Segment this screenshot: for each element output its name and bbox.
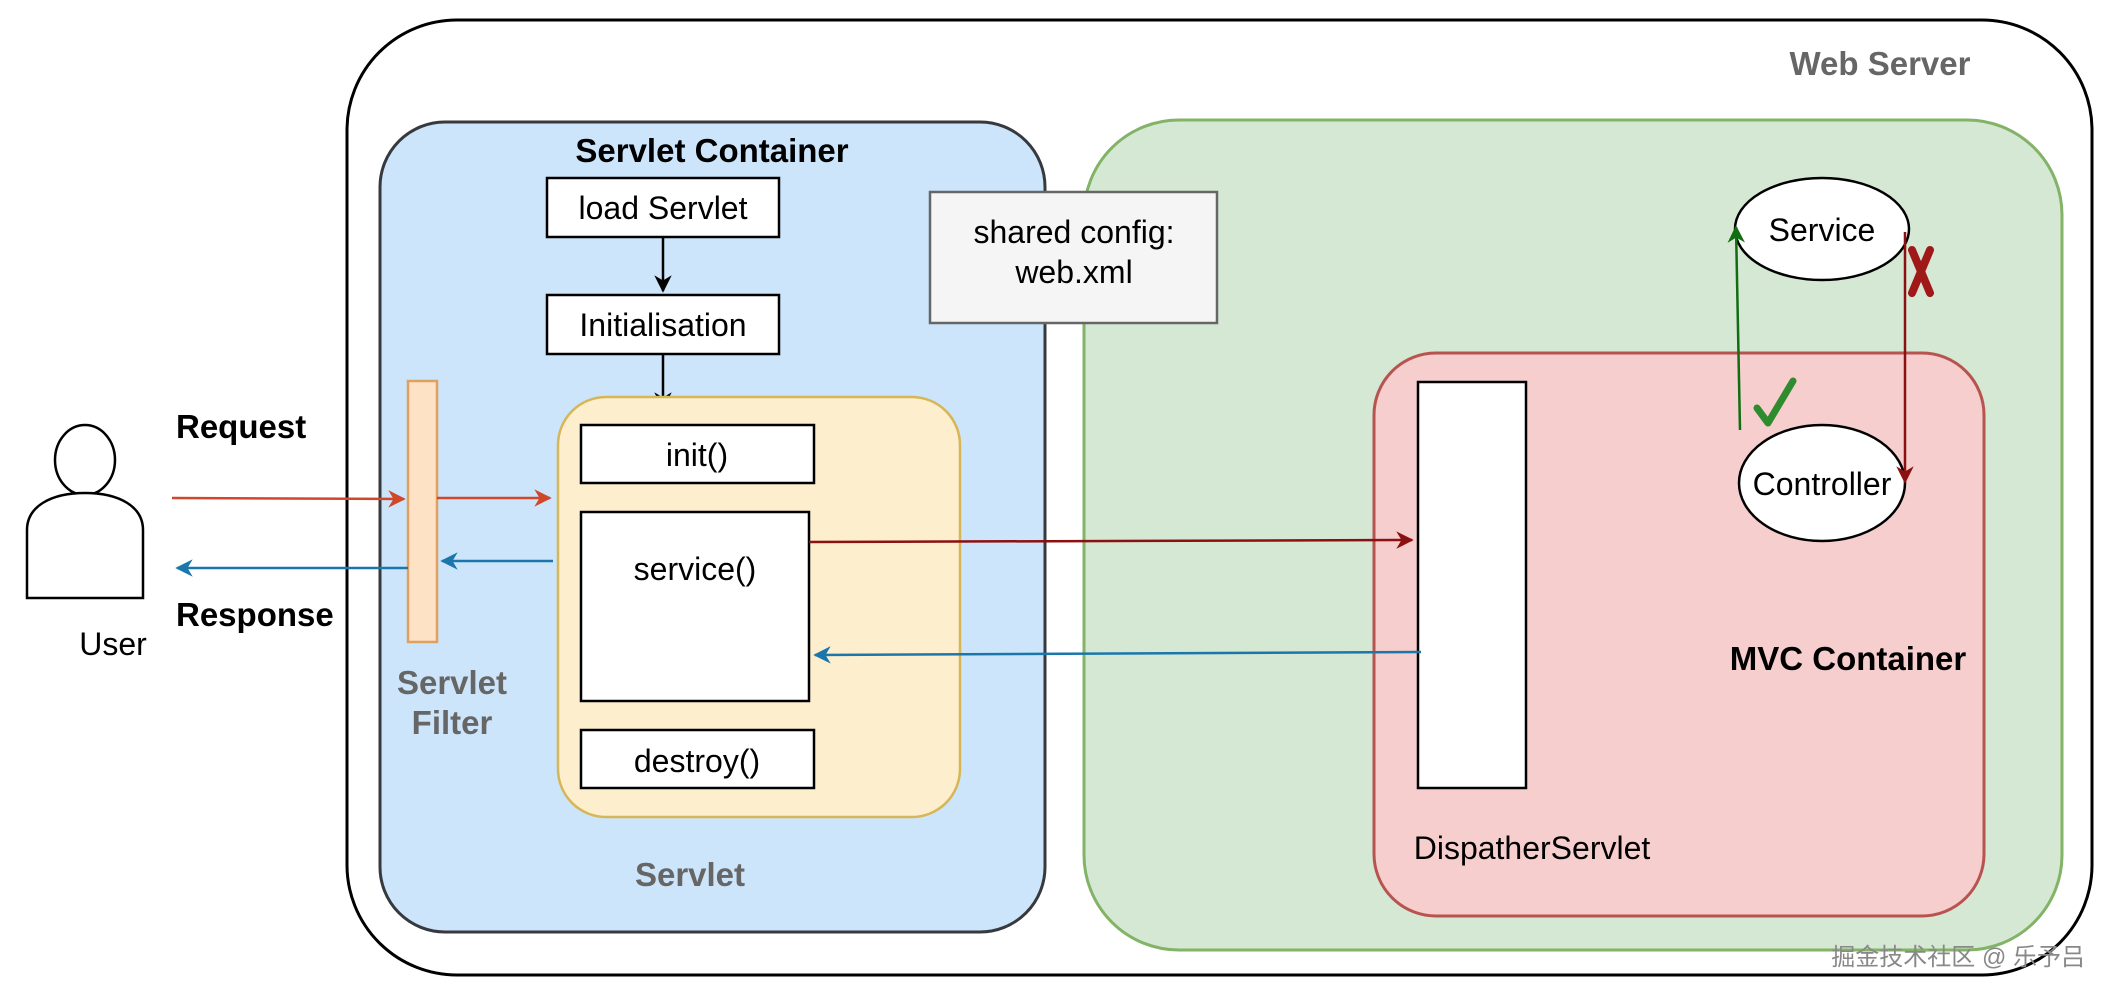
mvc-container-label: MVC Container — [1730, 640, 1967, 677]
watermark-text: 掘金技术社区 @ 乐予吕 — [1831, 944, 2085, 971]
dispatcher-servlet-box — [1416, 380, 1528, 790]
load-servlet-label: load Servlet — [579, 190, 748, 226]
shared-config-box — [928, 190, 1219, 325]
destroy-method-label: destroy() — [634, 743, 760, 779]
response-label: Response — [176, 596, 334, 633]
cross-mark-icon — [1908, 246, 1934, 297]
controller-to-service-arrow — [1727, 225, 1746, 431]
destroy-method-box — [579, 728, 816, 790]
service-method-label: service() — [634, 551, 757, 587]
dispatcher-to-service-arrow — [813, 646, 1422, 664]
web-server-label: Web Server — [1790, 45, 1971, 82]
shared-config-label-line2: web.xml — [1014, 254, 1132, 290]
controller-node-label: Controller — [1753, 466, 1892, 502]
servlet-label: Servlet — [635, 856, 745, 893]
initialisation-box — [545, 293, 781, 356]
dispatcher-servlet-label: DispatherServlet — [1414, 830, 1651, 866]
request-arrow-to-filter — [171, 490, 406, 508]
init-method-box — [579, 423, 816, 485]
request-label: Request — [176, 408, 306, 445]
user-label: User — [79, 626, 147, 662]
init-method-label: init() — [666, 437, 728, 473]
servlet-container-label: Servlet Container — [575, 132, 848, 169]
check-mark-icon — [1753, 377, 1797, 427]
shared-config-label-line1: shared config: — [973, 214, 1174, 250]
servlet-filter-bar — [406, 379, 439, 644]
service-method-box — [579, 510, 811, 703]
user-icon — [25, 423, 145, 600]
servlet-filter-label-line1: Servlet — [397, 664, 507, 701]
service-node-label: Service — [1769, 212, 1876, 248]
service-to-dispatcher-arrow — [808, 531, 1414, 549]
initialisation-label: Initialisation — [579, 307, 746, 343]
servlet-filter-label-line2: Filter — [412, 704, 493, 741]
